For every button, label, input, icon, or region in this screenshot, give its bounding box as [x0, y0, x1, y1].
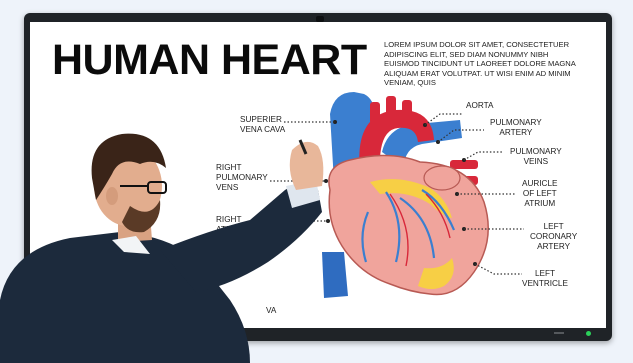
panel-button-icon[interactable]: [554, 332, 564, 334]
presenter-ear: [106, 187, 118, 205]
presenter-hand: [290, 142, 324, 190]
power-indicator-icon: [586, 331, 591, 336]
